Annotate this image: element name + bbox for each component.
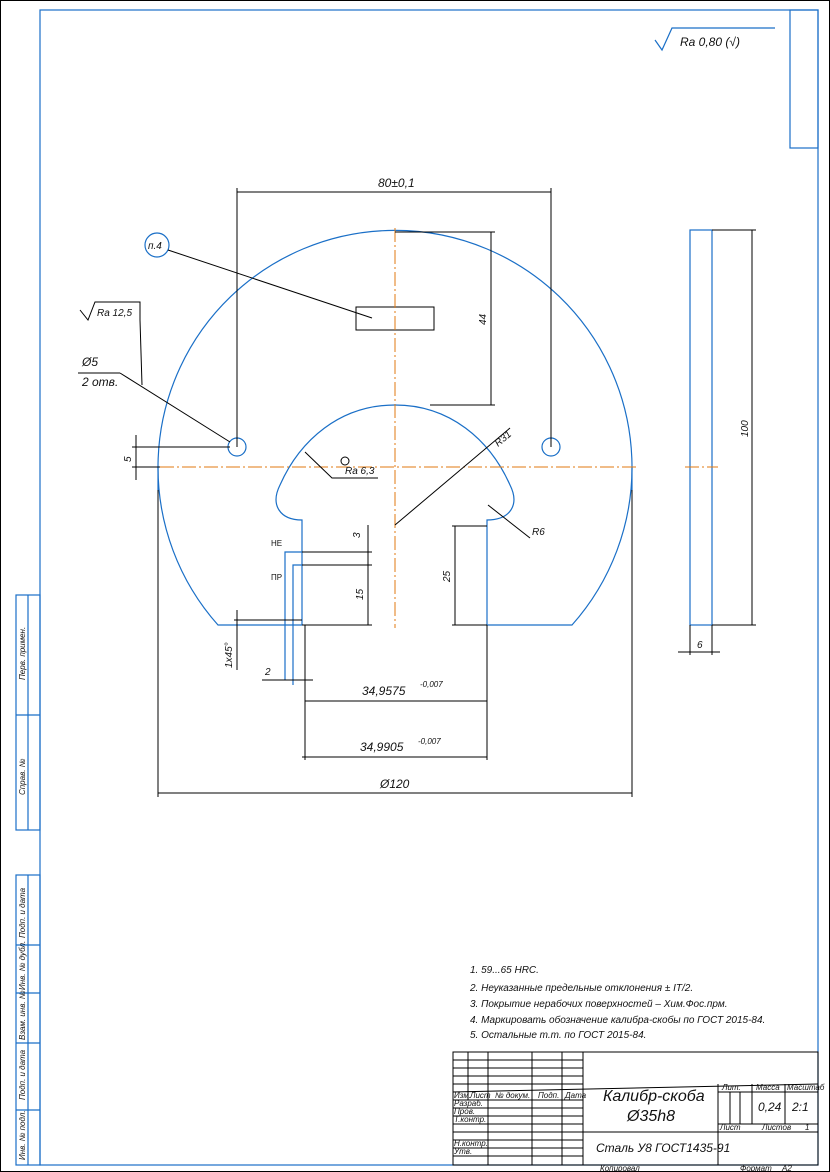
dim-80: 80±0,1 [378,176,415,190]
dim-100: 100 [740,420,751,437]
dim-ne-size: 34,9905 [360,740,404,754]
pr-mark: ПР [271,573,282,582]
dim-44: 44 [478,313,489,325]
svg-text:Лист: Лист [469,1091,491,1100]
dim-diameter: Ø120 [379,777,410,791]
dim-hole-count: 2 отв. [81,375,118,389]
dim-15: 15 [355,588,366,600]
svg-text:Масса: Масса [756,1083,780,1092]
part-outline [157,229,633,626]
svg-text:3. Покрытие нерабочих поверхно: 3. Покрытие нерабочих поверхностей – Хим… [470,998,727,1010]
roughness-general: Ra 0,80 (√) [654,27,775,52]
svg-text:Пров.: Пров. [454,1107,475,1116]
dim-pr-tol: -0,007 [420,680,443,689]
svg-text:Копировал: Копировал [600,1164,640,1172]
dim-r31: R31 [493,429,514,449]
svg-text:Лист: Лист [719,1123,741,1132]
strip-label: Подп. и дата [18,1049,27,1100]
dim-5: 5 [123,456,134,462]
dim-ne-tol: -0,007 [418,737,441,746]
drawing-title: Калибр-скоба [603,1088,705,1105]
strip-label: Подп. и дата [18,887,27,938]
svg-text:1. 59...65 HRC.: 1. 59...65 HRC. [470,965,539,976]
dim-6: 6 [697,640,703,651]
svg-text:4. Маркировать обозначение кал: 4. Маркировать обозначение калибра-скобы… [470,1014,765,1026]
ne-mark: НЕ [271,539,282,548]
svg-text:1: 1 [805,1123,809,1132]
svg-text:A2: A2 [781,1164,792,1172]
scale-value: 2:1 [791,1100,809,1114]
strip-label: Справ. № [18,758,27,795]
callout-p4: п.4 [148,241,162,252]
side-view [689,229,713,626]
svg-text:Разраб.: Разраб. [454,1099,483,1108]
dim-3: 3 [352,532,363,538]
material: Сталь У8 ГОСТ1435-91 [596,1141,730,1155]
svg-text:Утв.: Утв. [453,1147,472,1156]
roughness-12-5: Ra 12,5 [97,308,132,319]
svg-text:Лит.: Лит. [721,1083,741,1092]
strip-label: Инв. № дубл. [18,941,27,990]
strip-label: Перв. примен. [18,627,27,680]
svg-text:Т.контр.: Т.контр. [454,1115,486,1124]
dim-2: 2 [264,667,271,678]
svg-text:Изм.: Изм. [454,1091,471,1100]
dim-r6: R6 [532,527,545,538]
strip-label: Взам. инв. № [18,990,27,1040]
svg-text:Листов: Листов [761,1123,791,1132]
svg-text:2. Неуказанные предельные откл: 2. Неуказанные предельные отклонения ± I… [469,983,693,994]
strip-label: Инв. № подл. [18,1110,27,1160]
dim-hole-dia: Ø5 [81,355,98,369]
svg-text:Дата: Дата [564,1091,587,1100]
svg-text:№ докум.: № докум. [495,1091,530,1100]
svg-text:Масштаб: Масштаб [787,1083,825,1092]
drawing-designation: Ø35h8 [626,1108,675,1125]
top-right-box [789,9,819,149]
dim-pr-size: 34,9575 [362,684,406,698]
svg-text:Н.контр.: Н.контр. [454,1139,488,1148]
roughness-6-3: Ra 6,3 [345,466,375,477]
dim-chamfer: 1x45° [224,642,235,668]
dim-25: 25 [442,570,453,583]
drawing-frame [39,9,819,1166]
svg-text:Подп.: Подп. [538,1091,559,1100]
technical-notes: 1. 59...65 HRC. 2. Неуказанные предельны… [469,965,765,1041]
side-strip: Перв. примен. Справ. № Подп. и дата Инв.… [15,594,41,1166]
title-block: Изм. Лист № докум. Подп. Дата Разраб. Пр… [452,1051,825,1172]
svg-text:Формат: Формат [740,1164,772,1172]
mass-value: 0,24 [758,1100,782,1114]
svg-text:5. Остальные т.т. по ГОСТ 2015: 5. Остальные т.т. по ГОСТ 2015-84. [470,1030,646,1041]
svg-text:Ra 0,80 (√): Ra 0,80 (√) [680,35,740,49]
